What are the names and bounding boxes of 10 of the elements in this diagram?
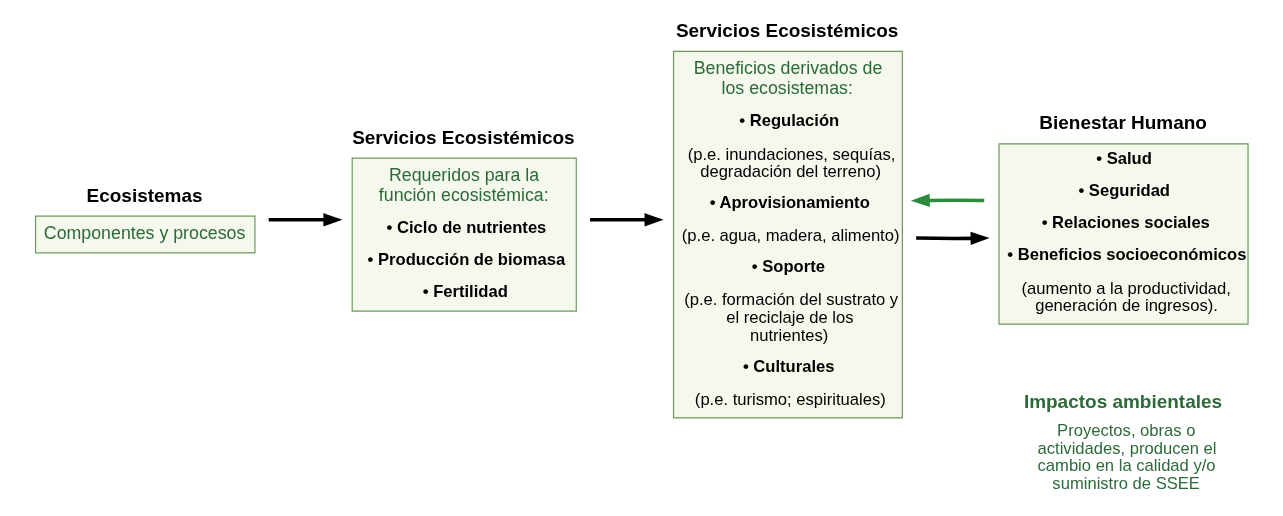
label: Impactos ambientales (1023, 391, 1223, 413)
arrow (916, 231, 990, 246)
node-label: Bienestar Humano (1039, 112, 1207, 134)
label: Proyectos, obras o actividades, producen el cambio en la calidad y/o suministro de SSEE (1037, 420, 1217, 494)
node-label: Ecosistemas (86, 184, 203, 206)
node-label: Servicios Ecosistémicos (352, 126, 575, 148)
arrow (910, 193, 985, 208)
arrow (590, 213, 664, 227)
node-label: Servicios Ecosistémicos (675, 19, 899, 41)
arrow (268, 213, 343, 227)
